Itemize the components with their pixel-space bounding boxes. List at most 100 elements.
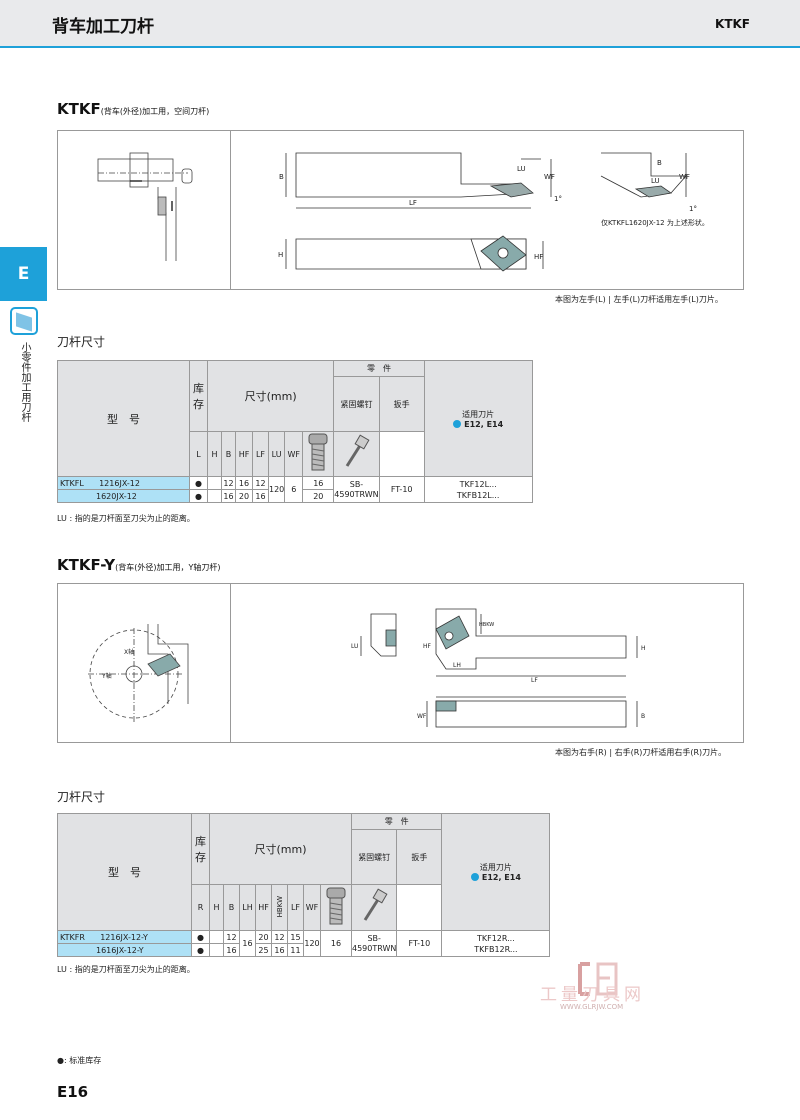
- screw-image: [320, 884, 352, 931]
- col-lf: LF: [252, 431, 269, 477]
- dim-wf-label: WF: [544, 173, 555, 181]
- dims-header: 尺寸(mm): [206, 360, 335, 432]
- dim-h-label: H: [278, 251, 283, 259]
- y-h-label: H: [641, 645, 646, 652]
- sec2-title: KTKF-Y(背车(外径)加工用，Y轴刀杆): [57, 556, 221, 574]
- sec1-name: KTKF: [57, 100, 101, 118]
- sec1-caption: 本图为左手(L) | 左手(L)刀杆适用左手(L)刀片。: [555, 295, 723, 304]
- wrench-icon: [346, 434, 370, 467]
- row-model: 1620JX-12: [96, 491, 137, 501]
- sec2-name: KTKF-Y: [57, 556, 116, 574]
- table-row: 1620JX-12: [57, 489, 190, 503]
- watermark-url: WWW.GLRJW.COM: [560, 1003, 624, 1011]
- sec1-desc: (背车(外径)加工用，空间刀杆): [100, 107, 210, 116]
- sec2-lu-note: LU : 指的是刀杆面至刀尖为止的距离。: [57, 965, 195, 974]
- fig-note: 仅KTKFL1620JX-12 为上述形状。: [601, 218, 709, 227]
- dims-header: 尺寸(mm): [209, 813, 352, 885]
- y-lf-label: LF: [531, 677, 538, 684]
- model-header: 型 号: [57, 360, 190, 477]
- sec2-desc: (背车(外径)加工用，Y轴刀杆): [115, 563, 221, 572]
- screw-model: SB- 4590TRWN: [333, 476, 380, 503]
- table-row: 1616JX-12-Y: [57, 943, 192, 957]
- wrench-header: 扳手: [378, 376, 425, 432]
- col-lu: LU: [267, 431, 286, 477]
- sec2-table-title: 刀杆尺寸: [57, 790, 106, 804]
- parts-header: 零 件: [333, 360, 425, 377]
- sec2-figure: X轴 Y轴 LU HF LH HBKW H LF WF: [57, 583, 744, 743]
- screw-model: SB- 4590TRWN: [350, 930, 398, 957]
- row-prefix: KTKFL: [60, 478, 84, 488]
- sec2-dimension-drawing: LU HF LH HBKW H LF WF B: [351, 608, 646, 728]
- table-row: KTKFR 1216JX-12-Y: [57, 930, 192, 944]
- screw-icon: [308, 433, 328, 471]
- table-row: KTKFL 1216JX-12: [57, 476, 190, 490]
- page-ref-icon[interactable]: [470, 873, 479, 881]
- sec1-spec-table: 型 号 库存 尺寸(mm) 零 件 适用刀片 E12, E14 紧固螺钉 扳手 …: [57, 360, 533, 503]
- dim-wf2-label: WF: [679, 173, 690, 181]
- watermark-text: 工量刃具网: [540, 985, 645, 1005]
- stock-footnote: ●: 标准库存: [57, 1056, 102, 1065]
- sec2-mount-drawing: X轴 Y轴: [88, 624, 189, 722]
- col-lh: LH: [239, 884, 256, 931]
- sec1-figure: B LU WF LF H HF 1° B LU WF 1° 仅KTKFL1620…: [57, 130, 744, 290]
- y-lh-label: LH: [453, 662, 461, 669]
- y-hbkw-label: HBKW: [479, 622, 494, 628]
- screw-header: 紧固螺钉: [333, 376, 380, 432]
- inserts-header: 适用刀片 E12, E14: [441, 813, 551, 931]
- sec1-lu-note: LU : 指的是刀杆面至刀尖为止的距离。: [57, 514, 195, 523]
- sec1-table-title: 刀杆尺寸: [57, 335, 106, 349]
- inserts-header: 适用刀片 E12, E14: [423, 360, 533, 477]
- col-hf: HF: [235, 431, 253, 477]
- col-lf: LF: [287, 884, 304, 931]
- inserts-label: 适用刀片: [462, 409, 495, 419]
- y-b-label: B: [641, 713, 645, 720]
- row-model: 1216JX-12: [99, 478, 140, 488]
- dim-lu-label: LU: [517, 165, 526, 173]
- row-prefix: KTKFR: [60, 932, 85, 942]
- sec2-spec-table: 型 号 库存 尺寸(mm) 零 件 适用刀片 E12, E14 紧固螺钉 扳手 …: [57, 813, 551, 957]
- dim-b2-label: B: [657, 159, 662, 167]
- model-header: 型 号: [57, 813, 192, 931]
- sec2-caption: 本图为右手(R) | 右手(R)刀杆适用右手(R)刀片。: [555, 748, 727, 757]
- row-stock: ●: [189, 476, 208, 490]
- col-hbkw: HBKW: [271, 884, 288, 931]
- inserts-label: 适用刀片: [479, 863, 512, 872]
- stock-header: 库存: [191, 813, 210, 885]
- col-wf: WF: [284, 431, 304, 477]
- page-title: 背车加工刀杆: [52, 17, 154, 37]
- page-number: E16: [57, 1083, 89, 1101]
- small-parts-icon: [10, 307, 38, 335]
- col-h: H: [207, 431, 222, 477]
- parts-header: 零 件: [350, 813, 443, 830]
- screw-icon: [326, 887, 346, 924]
- dim-lu2-label: LU: [651, 177, 660, 185]
- dim-angle2-label: 1°: [689, 205, 697, 213]
- col-b: B: [221, 431, 236, 477]
- side-label: 小零件加工用刀杆: [19, 342, 30, 422]
- wrench-model: FT-10: [396, 930, 443, 957]
- page-ref-icon[interactable]: [453, 419, 462, 428]
- col-b: B: [223, 884, 240, 931]
- col-hf: HF: [255, 884, 272, 931]
- insert-models: TKF12R... TKFB12R...: [441, 930, 551, 957]
- sec1-title: KTKF(背车(外径)加工用，空间刀杆): [57, 100, 209, 118]
- wrench-model: FT-10: [378, 476, 425, 503]
- col-wf: WF: [303, 884, 321, 931]
- insert-models: TKF12L... TKFB12L...: [423, 476, 533, 503]
- y-hf-label: HF: [423, 643, 432, 650]
- stock-header: 库存: [189, 360, 208, 432]
- y-wf-label: WF: [417, 713, 427, 720]
- inserts-ref: E12, E14: [481, 873, 521, 882]
- row-model: 1616JX-12-Y: [96, 945, 144, 955]
- dim-b-label: B: [279, 173, 284, 181]
- col-l: L: [189, 431, 208, 477]
- dim-hf-label: HF: [534, 253, 543, 261]
- wrench-header: 扳手: [396, 829, 443, 885]
- y-lu-label: LU: [351, 643, 358, 650]
- sec1-dimension-drawing: B LU WF LF H HF 1° B LU WF 1° 仅KTKFL1620…: [278, 152, 709, 272]
- col-r: R: [191, 884, 210, 931]
- screw-image: [302, 431, 335, 477]
- section-tab-e[interactable]: E: [0, 247, 47, 301]
- wrench-image: [333, 431, 380, 477]
- screw-header: 紧固螺钉: [350, 829, 398, 885]
